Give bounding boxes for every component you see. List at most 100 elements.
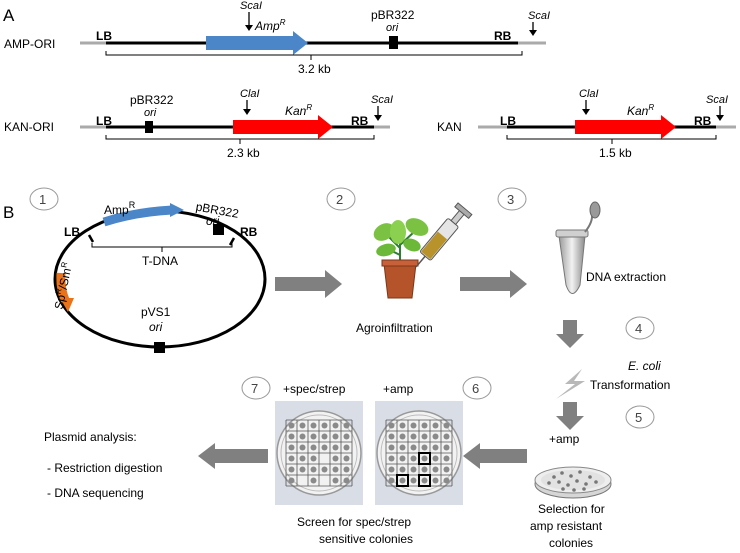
colony	[432, 422, 439, 429]
colony	[310, 433, 317, 440]
step-marker-3: 3	[497, 187, 527, 211]
rb-label: RB	[351, 114, 369, 128]
clai-site-label: ClaI	[240, 88, 260, 100]
highlight-box	[396, 474, 409, 487]
colony	[343, 422, 350, 429]
cut-arrowhead	[716, 115, 724, 121]
microcentrifuge-tube-icon	[555, 201, 601, 294]
colony	[421, 477, 428, 484]
cut-arrowhead	[374, 115, 382, 121]
colony	[410, 422, 417, 429]
ori-name: pBR322	[371, 8, 415, 22]
ampr-gene-arrow	[206, 31, 308, 55]
colony	[421, 422, 428, 429]
analysis-item-digestion: - Restriction digestion	[47, 461, 162, 475]
colony	[288, 455, 295, 462]
construct-kan-ori: KAN-ORI LB RB pBR322 ori KanR ClaI ScaI …	[4, 88, 393, 160]
selection-petri-dish	[534, 466, 612, 499]
size-bracket	[105, 51, 523, 56]
colony	[410, 444, 417, 451]
process-arrow	[556, 320, 584, 348]
colony	[288, 466, 295, 473]
lb-label: LB	[96, 29, 112, 43]
process-arrow	[460, 270, 527, 298]
cut-arrowhead	[529, 30, 537, 36]
colony	[332, 444, 339, 451]
colony	[432, 477, 439, 484]
size-bracket	[506, 135, 717, 140]
screen-line-2: sensitive colonies	[319, 532, 413, 546]
cut-arrowhead	[582, 109, 590, 115]
amp-plate-label-2: +amp	[383, 382, 414, 396]
colony	[343, 455, 350, 462]
colony	[288, 433, 295, 440]
size-label: 3.2 kb	[298, 62, 331, 76]
colony	[410, 455, 417, 462]
pbr322-ori-box	[213, 224, 224, 235]
rb-label: RB	[494, 29, 512, 43]
colony	[332, 466, 339, 473]
highlight-box	[418, 474, 431, 487]
selection-line-2: amp resistant	[530, 519, 603, 533]
colony	[299, 422, 306, 429]
construct-name: KAN	[437, 120, 462, 134]
colony	[310, 444, 317, 451]
construct-name: AMP-ORI	[4, 37, 55, 51]
step-marker-5: 5	[625, 405, 655, 429]
kanr-gene-arrow	[233, 115, 333, 139]
ori-box	[145, 121, 153, 133]
scai-site-label: ScaI	[706, 94, 728, 106]
pvs1-label: pVS1	[141, 305, 171, 319]
plasmid-analysis-title: Plasmid analysis:	[44, 430, 137, 444]
colony	[399, 433, 406, 440]
colony	[410, 477, 417, 484]
step-marker-6: 6	[462, 376, 492, 400]
svg-text:2: 2	[336, 192, 343, 207]
colony	[332, 422, 339, 429]
colony	[343, 477, 350, 484]
spec-strep-replica-plate	[275, 401, 363, 505]
construct-kan: KAN LB RB KanR ClaI ScaI 1.5 kb	[437, 88, 736, 160]
colony	[321, 466, 328, 473]
ori-label: ori	[149, 320, 163, 334]
construct-amp-ori: AMP-ORI LB RB AmpR ScaI pBR322 ori ScaI …	[4, 0, 550, 76]
colony	[288, 444, 295, 451]
lb-label: LB	[64, 225, 80, 239]
colony	[388, 466, 395, 473]
colony	[321, 433, 328, 440]
spec-plate-label: +spec/strep	[283, 382, 346, 396]
step-marker-1: 1	[29, 187, 59, 211]
colony	[399, 455, 406, 462]
scai-site-label: ScaI	[240, 0, 262, 12]
cut-arrowhead	[243, 109, 251, 115]
colony	[432, 433, 439, 440]
electroporation-bolt-icon	[556, 369, 585, 399]
colony	[288, 477, 295, 484]
colony	[421, 444, 428, 451]
cut-arrowhead	[245, 25, 253, 31]
svg-text:7: 7	[251, 381, 258, 396]
colony	[299, 455, 306, 462]
ampr-gene-arrow	[102, 205, 173, 227]
svg-text:3: 3	[507, 192, 514, 207]
amp-replica-plate	[375, 401, 463, 505]
svg-text:5: 5	[635, 410, 642, 425]
scai-site-label: ScaI	[528, 10, 550, 22]
screen-line-1: Screen for spec/strep	[297, 515, 411, 529]
step-marker-7: 7	[241, 376, 271, 400]
colony	[432, 455, 439, 462]
ampr-label: AmpR	[104, 200, 136, 217]
colony	[421, 466, 428, 473]
colony	[321, 444, 328, 451]
tdna-label: T-DNA	[142, 254, 178, 268]
tdna-bracket	[91, 243, 233, 248]
lb-label: LB	[500, 114, 516, 128]
panel-a-label: A	[3, 6, 15, 25]
analysis-item-sequencing: - DNA sequencing	[47, 486, 144, 500]
colony	[332, 455, 339, 462]
rb-mark	[228, 237, 236, 246]
colony	[399, 422, 406, 429]
kanr-label: KanR	[285, 103, 312, 118]
process-arrow	[556, 402, 584, 430]
